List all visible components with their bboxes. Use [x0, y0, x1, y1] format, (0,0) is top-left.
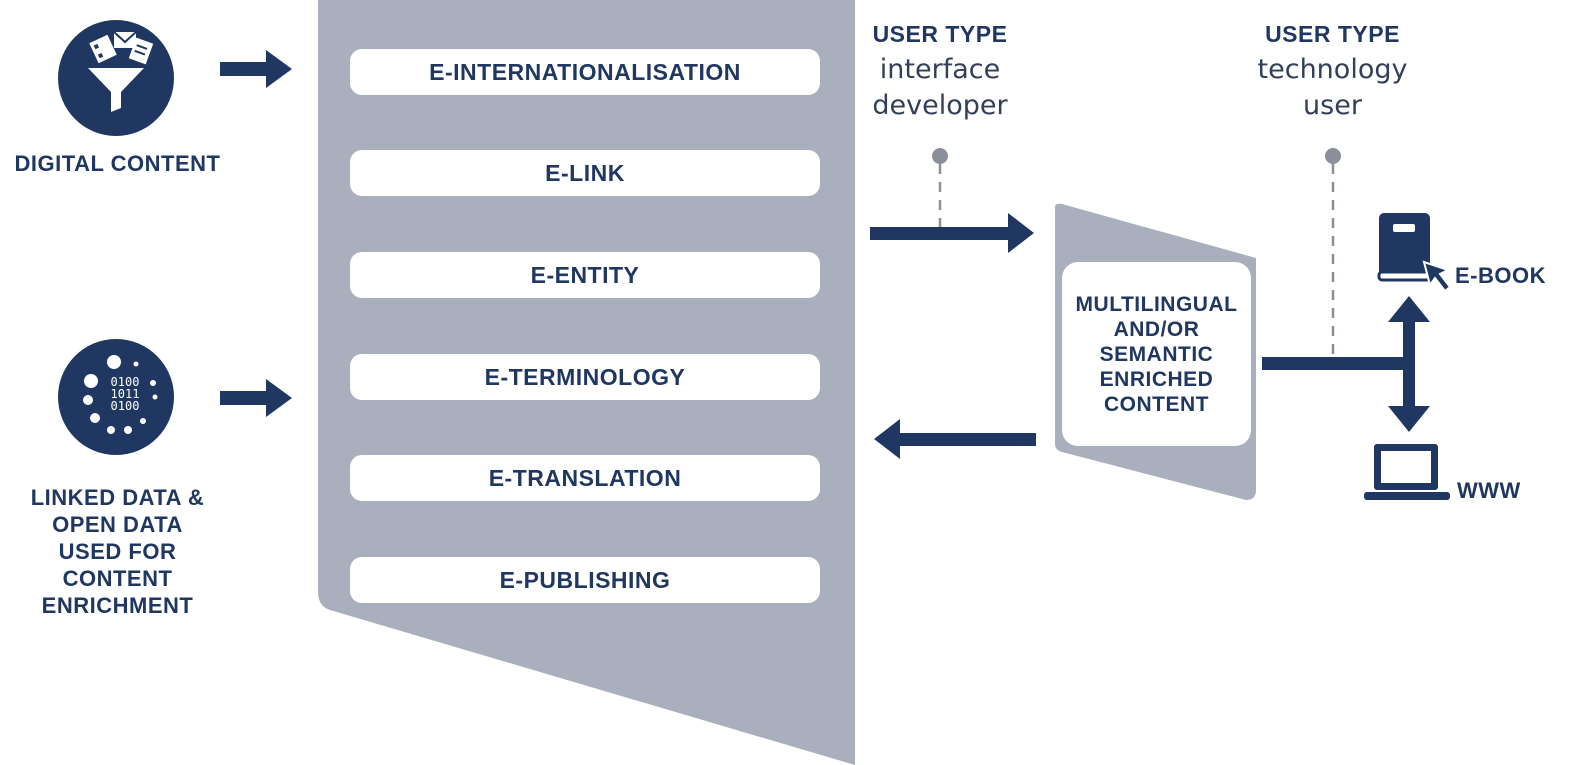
double-arrow — [1388, 296, 1430, 432]
output-label-www: WWW — [1457, 478, 1521, 503]
output-connector — [1262, 357, 1412, 370]
binary-line: 0100 — [110, 375, 140, 389]
source-label-linked-data: LINKED DATA & OPEN DATA USED FOR CONTENT… — [30, 485, 205, 618]
binary-text: 0100 1011 0100 — [100, 376, 150, 412]
user-type-heading: USER TYPE — [1265, 21, 1400, 47]
user-type-line: developer — [872, 90, 1008, 121]
user-type-line: user — [1303, 90, 1362, 121]
user-type-technology-user: USER TYPE technology user — [1245, 16, 1420, 124]
arrow-linked-to-panel — [220, 379, 292, 417]
user-type-line: technology — [1257, 54, 1408, 85]
user-type-connector-1 — [932, 148, 948, 227]
arrow-output-to-panel — [874, 419, 1036, 459]
arrow-panel-to-output — [870, 213, 1034, 253]
arrow-digital-to-panel — [220, 50, 292, 88]
enriched-content-label: MULTILINGUAL AND/OR SEMANTIC ENRICHED CO… — [1075, 292, 1238, 416]
service-e-internationalisation: E-INTERNATIONALISATION — [350, 49, 820, 95]
funnel-media-icon — [58, 20, 174, 136]
binary-data-icon — [58, 339, 174, 455]
ebook-icon — [1377, 213, 1452, 293]
service-e-terminology: E-TERMINOLOGY — [350, 354, 820, 400]
service-e-translation: E-TRANSLATION — [350, 455, 820, 501]
laptop-icon — [1364, 444, 1450, 500]
service-e-link: E-LINK — [350, 150, 820, 196]
service-e-publishing: E-PUBLISHING — [350, 557, 820, 603]
enriched-content-box: MULTILINGUAL AND/OR SEMANTIC ENRICHED CO… — [1062, 262, 1251, 446]
source-label-digital-content: DIGITAL CONTENT — [14, 151, 221, 176]
binary-line: 1011 — [110, 387, 140, 401]
user-type-heading: USER TYPE — [872, 21, 1008, 47]
user-type-connector-2 — [1325, 148, 1341, 357]
output-label-ebook: E-BOOK — [1455, 263, 1546, 288]
service-e-entity: E-ENTITY — [350, 252, 820, 298]
user-type-line: interface — [879, 54, 1001, 85]
user-type-interface-developer: USER TYPE interface developer — [860, 16, 1020, 124]
binary-line: 0100 — [110, 399, 140, 413]
